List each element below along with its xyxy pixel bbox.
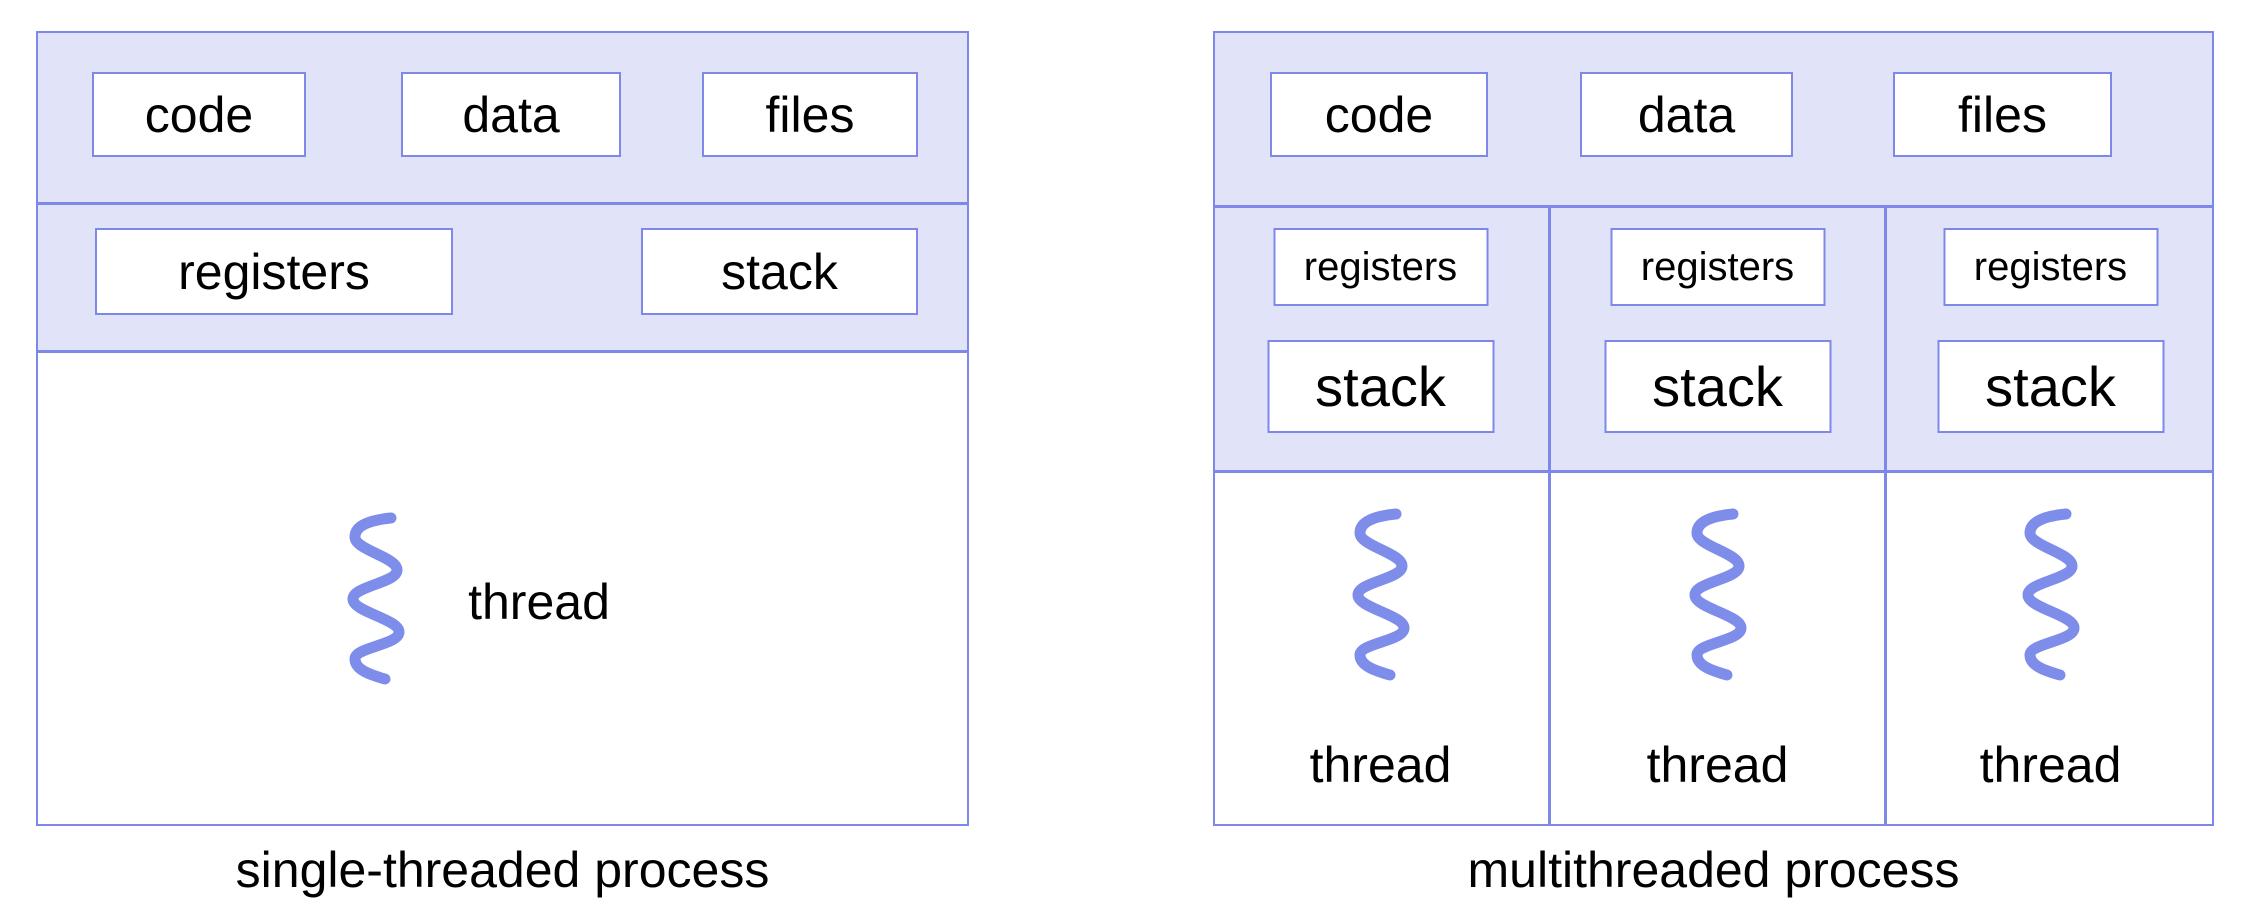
thread-column: registers stack thread xyxy=(1887,208,2214,824)
thread-column-divider xyxy=(1884,208,1887,824)
files-box: files xyxy=(702,72,918,157)
thread-squiggle-icon xyxy=(1688,508,1747,681)
process-outline xyxy=(1213,31,2214,826)
diagram-caption: single-threaded process xyxy=(235,842,770,898)
registers-box: registers xyxy=(95,228,453,315)
process-outline xyxy=(36,31,969,826)
stack-box: stack xyxy=(1937,340,2164,433)
code-box: code xyxy=(92,72,306,157)
thread-label: thread xyxy=(1646,737,1789,793)
data-box: data xyxy=(401,72,621,157)
stack-box: stack xyxy=(1267,340,1494,433)
thread-label: thread xyxy=(468,574,610,630)
thread-squiggle-icon xyxy=(1351,508,1410,681)
registers-box: registers xyxy=(1610,228,1825,306)
single-threaded-process-diagram: code data files registers stack thread s… xyxy=(36,31,969,898)
thread-squiggle-icon xyxy=(347,512,405,685)
stack-box: stack xyxy=(641,228,918,315)
thread-column: registers stack thread xyxy=(1213,208,1548,824)
registers-box: registers xyxy=(1943,228,2158,306)
diagram-caption: multithreaded process xyxy=(1467,842,1960,898)
multithreaded-process-diagram: code data files registers stack thread r… xyxy=(1213,31,2214,898)
thread-label: thread xyxy=(1979,737,2122,793)
stack-box: stack xyxy=(1604,340,1831,433)
thread-squiggle-icon xyxy=(2021,508,2080,681)
code-box: code xyxy=(1270,72,1488,157)
registers-box: registers xyxy=(1273,228,1488,306)
data-box: data xyxy=(1580,72,1793,157)
files-box: files xyxy=(1893,72,2112,157)
thread-column: registers stack thread xyxy=(1551,208,1884,824)
thread-label: thread xyxy=(1309,737,1452,793)
thread-column-divider xyxy=(1548,208,1551,824)
